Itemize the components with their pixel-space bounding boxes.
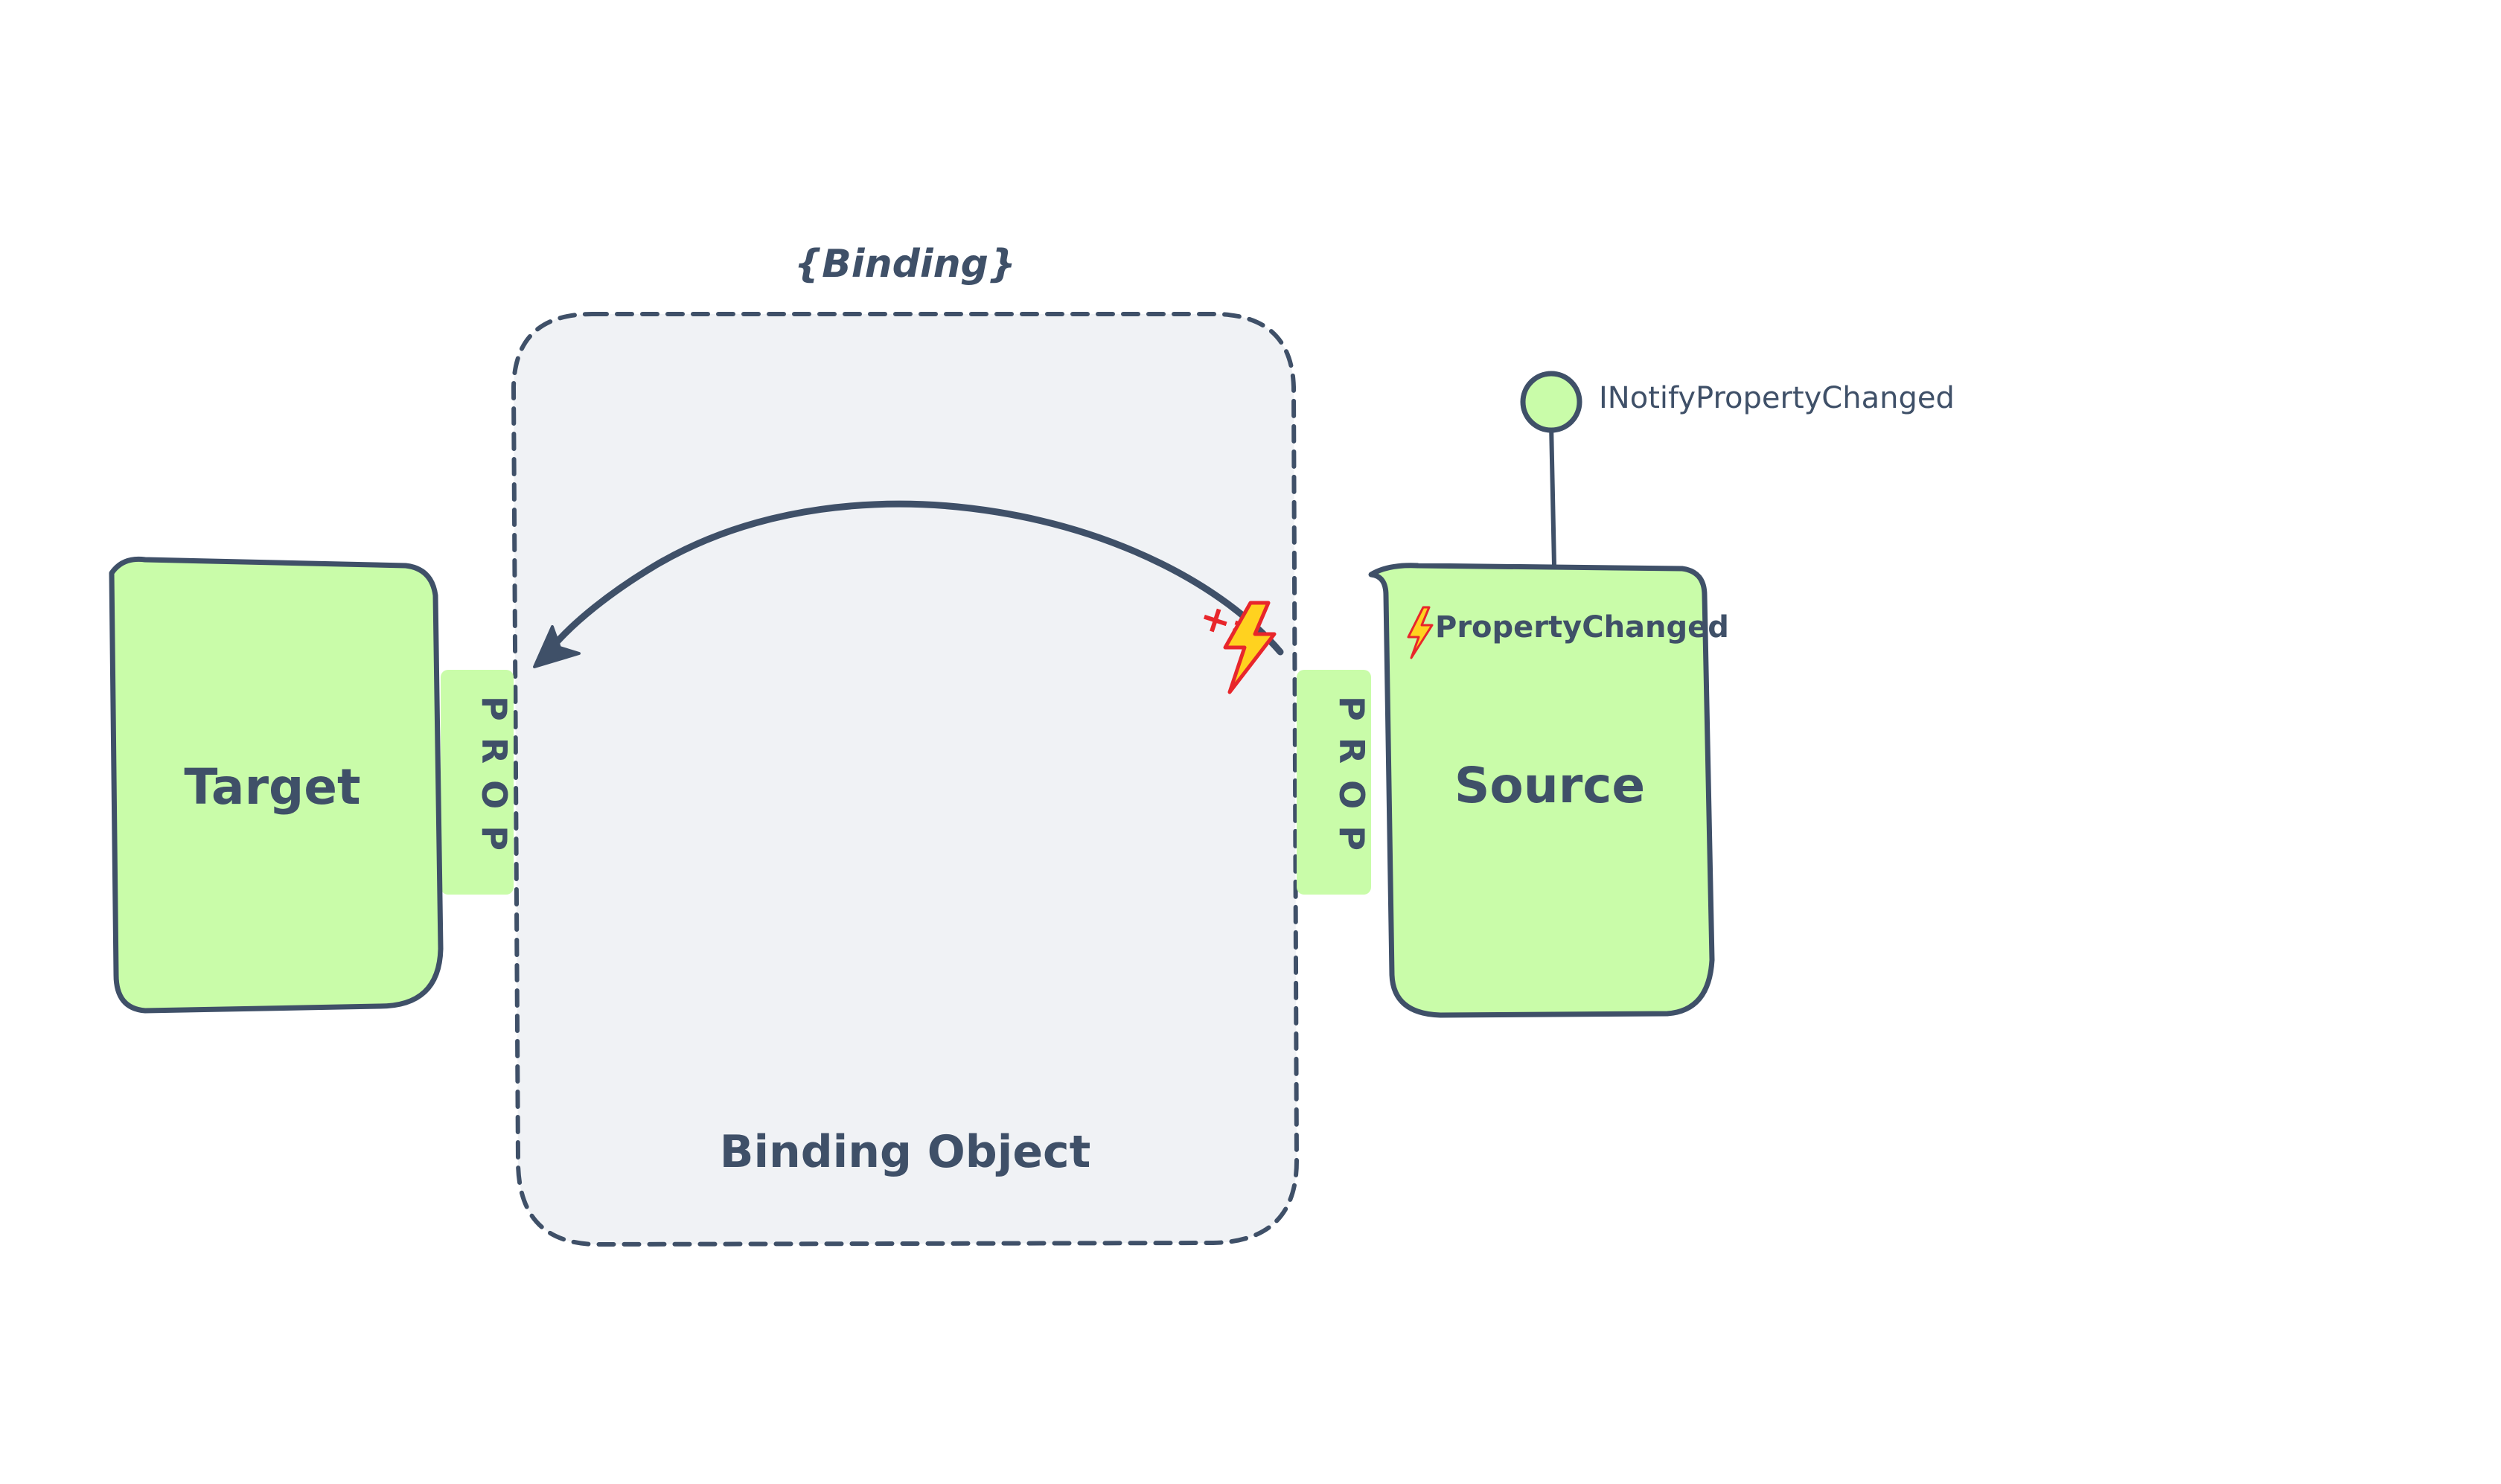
source-label: Source: [1454, 757, 1645, 814]
curved-arrow-icon: [547, 500, 1284, 656]
interface-lollipop-stem: [1549, 423, 1556, 566]
binding-object: Binding Object {Binding}: [511, 242, 1300, 1247]
target-prop-label: PROP: [474, 696, 514, 867]
source-prop-label: PROP: [1332, 696, 1372, 867]
binding-object-label: Binding Object: [720, 1126, 1091, 1178]
binding-markup-label: {Binding}: [794, 242, 1016, 287]
interface-label: INotifyPropertyChanged: [1599, 381, 1955, 415]
source-box: [1368, 563, 1715, 1018]
event-bolt-small-icon: [1407, 606, 1434, 659]
source-prop-tab: [1297, 670, 1371, 895]
lightning-bolt-icon: [1223, 601, 1277, 694]
binding-object-box: [511, 312, 1300, 1247]
source-element: INotifyPropertyChanged Source PropertyCh…: [1297, 371, 1955, 1018]
arrow-head-icon: [533, 625, 581, 668]
target-element: Target PROP: [109, 556, 514, 1014]
target-label: Target: [184, 758, 360, 816]
source-event-label: PropertyChanged: [1435, 610, 1729, 645]
target-prop-tab: [441, 670, 514, 895]
interface-lollipop-icon: [1520, 371, 1582, 433]
target-box: [109, 556, 444, 1014]
